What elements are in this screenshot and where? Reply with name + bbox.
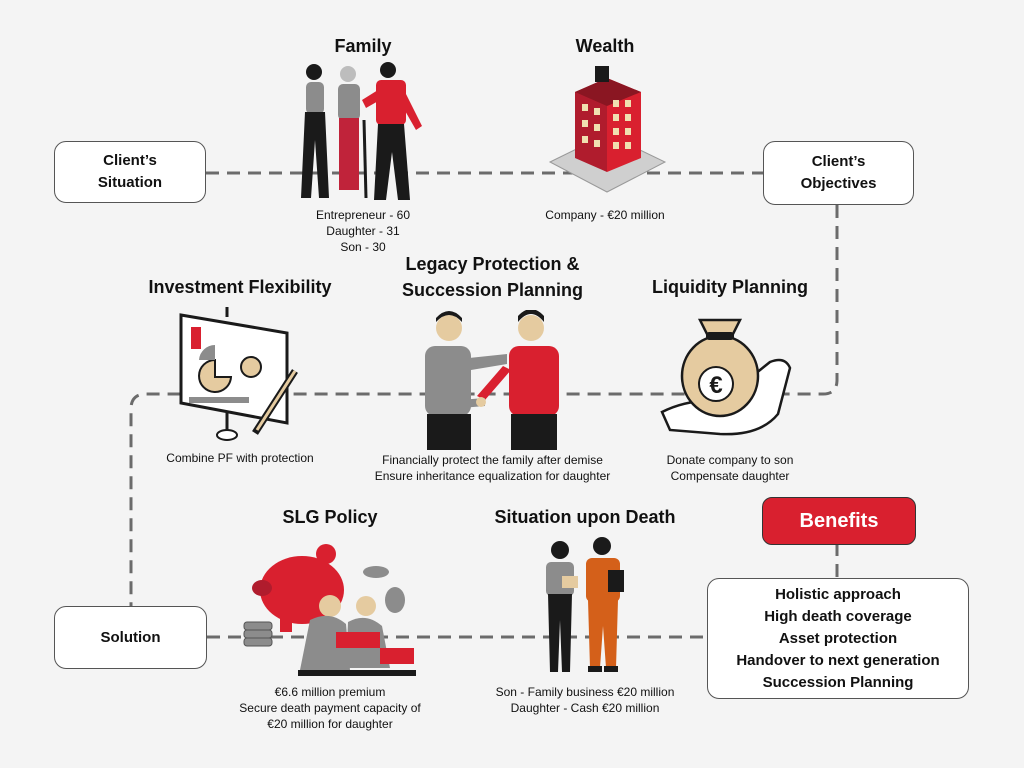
benefit-item: High death coverage — [764, 608, 912, 625]
legacy-title-line-1: Legacy Protection & — [405, 254, 580, 274]
legacy-title: Legacy Protection & Succession Planning — [380, 251, 605, 303]
handshake-illustration-icon — [425, 310, 559, 450]
death-caption: Son - Family business €20 million Daught… — [480, 684, 690, 716]
client-situation-box: Client’s Situation — [54, 141, 206, 203]
euro-symbol: € — [709, 372, 722, 399]
slg-caption-line-3: €20 million for daughter — [267, 717, 393, 731]
legacy-caption-line-1: Financially protect the family after dem… — [382, 453, 603, 467]
wealth-title: Wealth — [575, 36, 635, 56]
client-situation-line-2: Situation — [97, 174, 163, 191]
business-couple-icon — [546, 537, 624, 672]
wealth-caption: Company - €20 million — [545, 208, 665, 222]
legacy-caption-line-2: Ensure inheritance equalization for daug… — [374, 469, 611, 483]
death-caption-line-1: Son - Family business €20 million — [495, 685, 675, 699]
client-objectives-line-2: Objectives — [800, 175, 877, 192]
slg-caption: €6.6 million premium Secure death paymen… — [225, 684, 435, 732]
money-bag-hand-icon: € — [660, 318, 792, 436]
legacy-caption: Financially protect the family after dem… — [360, 452, 625, 484]
building-icon — [548, 66, 667, 193]
slg-title: SLG Policy — [282, 507, 378, 527]
client-situation-line-1: Client’s — [103, 152, 157, 169]
family-caption-line-3: Son - 30 — [340, 240, 386, 254]
legacy-title-line-2: Succession Planning — [401, 280, 584, 300]
family-caption-line-2: Daughter - 31 — [326, 224, 400, 238]
benefits-list: Holistic approach High death coverage As… — [707, 578, 969, 699]
investment-caption: Combine PF with protection — [166, 451, 314, 465]
client-objectives-box: Client’s Objectives — [763, 141, 914, 205]
slg-caption-line-1: €6.6 million premium — [274, 685, 386, 699]
solution-box: Solution — [54, 606, 207, 669]
family-illustration-icon — [301, 62, 422, 200]
liquidity-title: Liquidity Planning — [652, 277, 808, 297]
benefit-item: Holistic approach — [775, 586, 901, 603]
death-title: Situation upon Death — [494, 507, 676, 527]
family-title: Family — [334, 36, 392, 56]
slg-caption-line-2: Secure death payment capacity of — [239, 701, 421, 715]
benefit-item: Asset protection — [778, 630, 898, 647]
liquidity-caption-line-1: Donate company to son — [666, 453, 794, 467]
benefit-item: Succession Planning — [762, 674, 914, 691]
benefits-label: Benefits — [762, 497, 916, 545]
liquidity-caption: Donate company to son Compensate daughte… — [640, 452, 820, 484]
piggy-bank-couple-icon — [243, 544, 416, 676]
client-objectives-line-1: Client’s — [811, 153, 866, 170]
family-caption: Entrepreneur - 60 Daughter - 31 Son - 30 — [296, 207, 430, 255]
family-caption-line-1: Entrepreneur - 60 — [315, 208, 411, 222]
benefit-item: Handover to next generation — [736, 652, 940, 669]
liquidity-caption-line-2: Compensate daughter — [670, 469, 790, 483]
death-caption-line-2: Daughter - Cash €20 million — [510, 701, 660, 715]
investment-title: Investment Flexibility — [148, 277, 332, 297]
solution-label: Solution — [100, 628, 161, 646]
presentation-board-icon — [179, 307, 298, 441]
